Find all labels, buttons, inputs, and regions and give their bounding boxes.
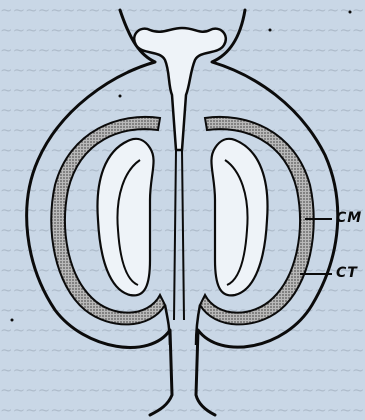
label-cm: CM [336, 210, 362, 226]
top-ventricle [134, 28, 226, 150]
lower-stem [165, 305, 200, 345]
midline-septum [174, 150, 184, 320]
speck [349, 11, 352, 14]
speck [119, 95, 122, 98]
speck [269, 29, 272, 32]
label-ct: CT [336, 265, 358, 281]
speck [11, 319, 14, 322]
